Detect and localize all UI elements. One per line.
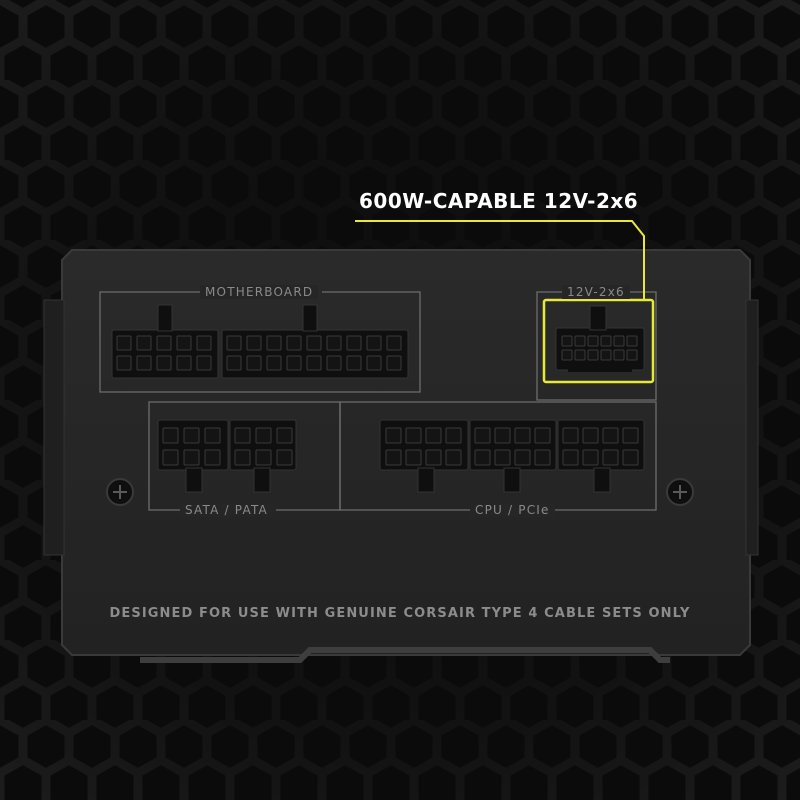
- connector-pin: [266, 335, 282, 351]
- connector-pin: [326, 355, 342, 371]
- connector-pin: [582, 427, 599, 444]
- connector-pin: [204, 449, 221, 466]
- connector-pin: [445, 427, 462, 444]
- connector-pin: [425, 427, 442, 444]
- connector-pin: [346, 355, 362, 371]
- connector-pin: [600, 335, 612, 347]
- connector-pin: [226, 355, 242, 371]
- connector-pin: [176, 355, 192, 371]
- connector-pin: [136, 335, 152, 351]
- connector-pin: [226, 335, 242, 351]
- connector-pin: [116, 335, 132, 351]
- motherboard-pins: [116, 335, 402, 371]
- callout-label: 600W-CAPABLE 12V-2x6: [359, 189, 639, 213]
- connector-pin: [386, 355, 402, 371]
- connector-pin: [534, 449, 551, 466]
- screw-icon: [106, 478, 134, 506]
- connector-pin: [234, 427, 251, 444]
- connector-pin: [183, 427, 200, 444]
- connector-pin: [255, 427, 272, 444]
- cpu-pcie-connector: [379, 419, 645, 493]
- highlight-box: [542, 298, 655, 384]
- connector-pin: [613, 335, 625, 347]
- connector-pin: [587, 335, 599, 347]
- connector-pin: [587, 349, 599, 361]
- sata-pata-label: SATA / PATA: [180, 503, 273, 517]
- connector-pin: [514, 427, 531, 444]
- connector-pin: [162, 427, 179, 444]
- screw-icon: [666, 478, 694, 506]
- connector-pin: [474, 427, 491, 444]
- connector-pin: [385, 449, 402, 466]
- gpu-12v-label: 12V-2x6: [562, 285, 630, 299]
- connector-pin: [162, 449, 179, 466]
- connector-pin: [276, 427, 293, 444]
- connector-pin: [514, 449, 531, 466]
- cpu-pcie-label: CPU / PCIe: [470, 503, 555, 517]
- connector-pin: [582, 449, 599, 466]
- connector-pin: [534, 427, 551, 444]
- connector-pin: [445, 449, 462, 466]
- connector-pin: [385, 427, 402, 444]
- connector-pin: [156, 355, 172, 371]
- callout-line: [355, 220, 645, 300]
- connector-pin: [602, 449, 619, 466]
- connector-pin: [622, 427, 639, 444]
- connector-pin: [156, 335, 172, 351]
- connector-pin: [204, 427, 221, 444]
- connector-pin: [561, 335, 573, 347]
- connector-pin: [494, 449, 511, 466]
- connector-pin: [622, 449, 639, 466]
- connector-pin: [326, 335, 342, 351]
- connector-pin: [255, 449, 272, 466]
- connector-pin: [286, 335, 302, 351]
- connector-pin: [425, 449, 442, 466]
- connector-pin: [561, 349, 573, 361]
- connector-pin: [626, 335, 638, 347]
- connector-pin: [183, 449, 200, 466]
- connector-pin: [346, 335, 362, 351]
- motherboard-label: MOTHERBOARD: [200, 285, 319, 299]
- connector-pin: [286, 355, 302, 371]
- connector-pin: [405, 427, 422, 444]
- connector-pin: [246, 335, 262, 351]
- connector-pin: [196, 335, 212, 351]
- connector-pin: [136, 355, 152, 371]
- connector-pin: [196, 355, 212, 371]
- connector-pin: [306, 355, 322, 371]
- connector-pin: [474, 449, 491, 466]
- connector-pin: [386, 335, 402, 351]
- connector-pin: [562, 427, 579, 444]
- connector-pin: [366, 355, 382, 371]
- connector-pin: [176, 335, 192, 351]
- connector-pin: [116, 355, 132, 371]
- footer-warning: DESIGNED FOR USE WITH GENUINE CORSAIR TY…: [109, 606, 691, 621]
- section-borders: [99, 291, 657, 511]
- connector-pin: [366, 335, 382, 351]
- connector-pin: [600, 349, 612, 361]
- connector-pin: [306, 335, 322, 351]
- connector-pin: [276, 449, 293, 466]
- connector-pin: [494, 427, 511, 444]
- connector-pin: [246, 355, 262, 371]
- connector-pin: [266, 355, 282, 371]
- connector-pin: [613, 349, 625, 361]
- connector-pin: [574, 335, 586, 347]
- connector-pin: [602, 427, 619, 444]
- connector-pin: [626, 349, 638, 361]
- connector-pin: [234, 449, 251, 466]
- connector-pin: [405, 449, 422, 466]
- connector-pin: [562, 449, 579, 466]
- connector-pin: [574, 349, 586, 361]
